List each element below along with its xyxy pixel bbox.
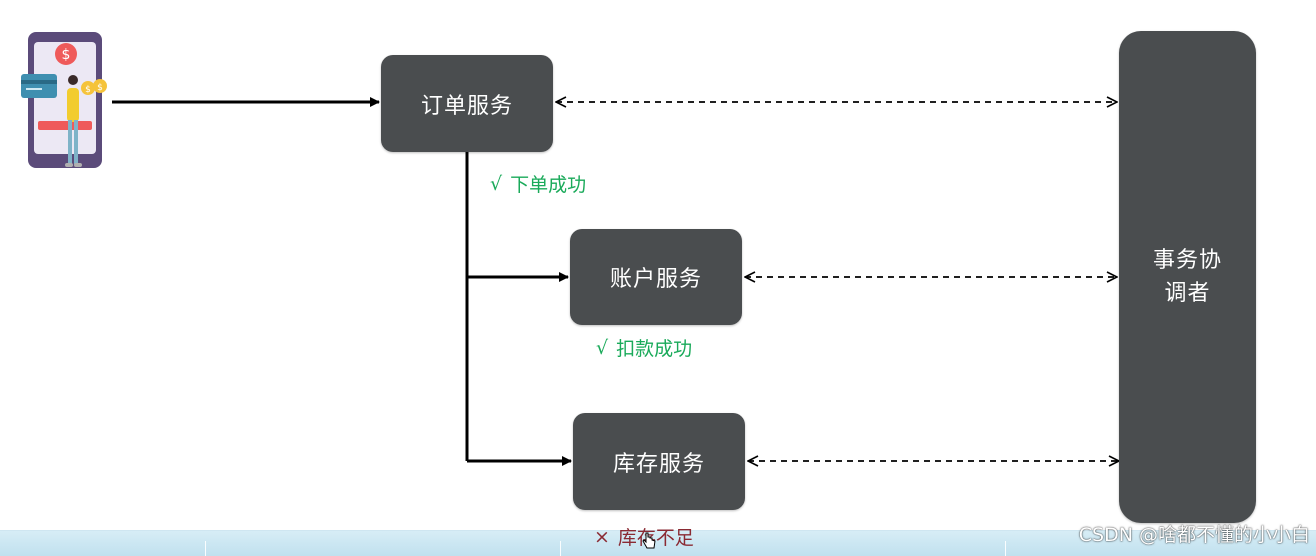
stock-status: × 库存不足 (594, 523, 694, 550)
band-divider (1005, 541, 1006, 556)
stock-status-text: 库存不足 (617, 527, 694, 549)
band-divider (205, 541, 206, 556)
coordinator-label-line-2: 调者 (1164, 281, 1211, 306)
check-mark-icon: √ (490, 172, 503, 195)
svg-text:$: $ (62, 47, 71, 63)
order-status-text: 下单成功 (510, 174, 587, 196)
transaction-coordinator-node: 事务协 调者 (1119, 31, 1256, 523)
account-status-text: 扣款成功 (616, 338, 693, 360)
bottom-band (0, 530, 1316, 556)
account-service-node: 账户服务 (570, 229, 742, 325)
band-divider (560, 541, 561, 556)
hand-pointer-icon (642, 532, 656, 549)
account-status: √ 扣款成功 (596, 334, 692, 361)
svg-text:$: $ (85, 85, 91, 95)
mobile-payment-user-icon: $ $ $ (21, 32, 107, 168)
order-status: √ 下单成功 (490, 170, 586, 197)
check-mark-icon: √ (596, 336, 609, 359)
svg-text:$: $ (97, 83, 103, 93)
account-service-label: 账户服务 (609, 267, 702, 292)
coordinator-label-line-1: 事务协 (1152, 248, 1222, 273)
cross-mark-icon: × (594, 525, 610, 548)
stock-service-label: 库存服务 (612, 451, 705, 477)
order-service-node: 订单服务 (381, 55, 553, 152)
stock-service-node: 库存服务 (573, 413, 745, 510)
watermark: CSDN @啥都不懂的小小白 (1078, 524, 1310, 546)
order-service-label: 订单服务 (420, 93, 513, 119)
